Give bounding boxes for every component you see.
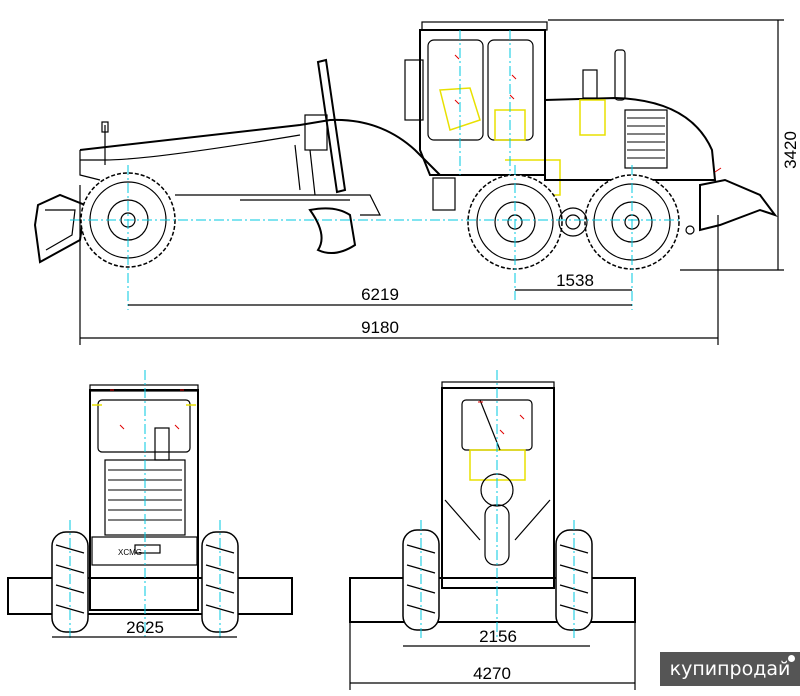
dimension-track-width: 2625 <box>126 618 164 637</box>
rear-body <box>441 387 555 589</box>
watermark-dot-icon <box>788 655 795 662</box>
dimension-wheelbase: 6219 <box>361 285 399 304</box>
dimension-height: 3420 <box>781 131 800 169</box>
front-dozer-blade <box>33 193 87 264</box>
main-frame <box>79 118 441 176</box>
front-blade <box>7 577 293 615</box>
moldboard <box>308 207 357 255</box>
exhaust-stack <box>614 49 626 101</box>
rear-view: 2156 4270 <box>349 370 636 690</box>
engine-hood <box>544 96 717 181</box>
watermark-text: купипродай <box>669 658 791 680</box>
xcmg-logo: XCMG <box>118 548 142 557</box>
dimension-overall-length: 9180 <box>361 318 399 337</box>
dimension-tread: 2156 <box>479 627 517 646</box>
dimension-blade-width: 4270 <box>473 664 511 683</box>
dimension-tandem: 1538 <box>556 271 594 290</box>
lift-saddle <box>304 114 328 151</box>
front-view: XCMG 2625 <box>7 370 293 640</box>
watermark: купипродай <box>660 652 800 686</box>
front-body <box>89 389 199 611</box>
rear-ripper <box>699 178 778 232</box>
side-view: 6219 1538 9180 3420 <box>33 19 800 345</box>
rear-blade <box>349 577 636 623</box>
